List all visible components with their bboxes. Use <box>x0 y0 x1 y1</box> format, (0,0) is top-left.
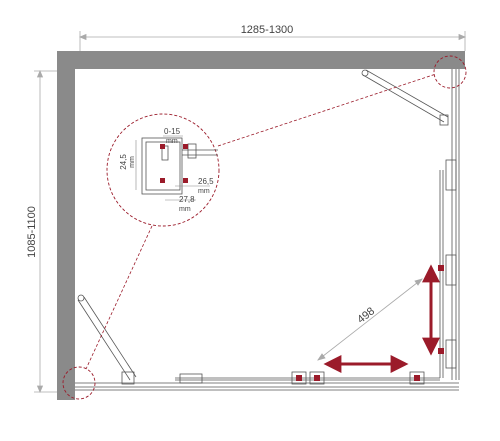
detail-offset-label: 26,5 <box>198 177 214 186</box>
bottom-front-panel <box>75 371 459 391</box>
detail-height-unit: mm <box>129 156 136 168</box>
top-wall <box>57 51 465 69</box>
detail-leader-bottom <box>85 225 153 370</box>
detail-leader-top <box>217 73 437 147</box>
height-dimension <box>34 69 57 394</box>
detail-depth-label: 27,8 <box>179 195 195 204</box>
top-right-callout-circle <box>433 55 467 89</box>
profile-detail: 0-15 mm 24,5 mm 26,5 mm 27,8 mm <box>106 113 220 227</box>
diagonal-dimension <box>317 278 423 361</box>
width-label: 1285-1300 <box>241 24 294 36</box>
detail-offset-unit: mm <box>198 188 210 195</box>
detail-gap-unit: mm <box>166 138 178 145</box>
detail-circle <box>106 113 220 227</box>
detail-depth-unit: mm <box>179 206 191 213</box>
detail-gap-label: 0-15 <box>164 127 181 136</box>
top-right-hinge-bracket <box>361 69 449 126</box>
hardware-accents <box>296 265 444 381</box>
width-dimension <box>78 31 467 51</box>
height-label: 1085-1100 <box>26 206 38 258</box>
left-wall <box>57 51 75 400</box>
right-side-panel <box>439 69 460 380</box>
bottom-left-callout-circle <box>62 366 96 400</box>
detail-height-label: 24,5 <box>119 154 128 170</box>
diagonal-label: 498 <box>355 305 377 326</box>
left-hinge-bracket <box>77 294 137 381</box>
